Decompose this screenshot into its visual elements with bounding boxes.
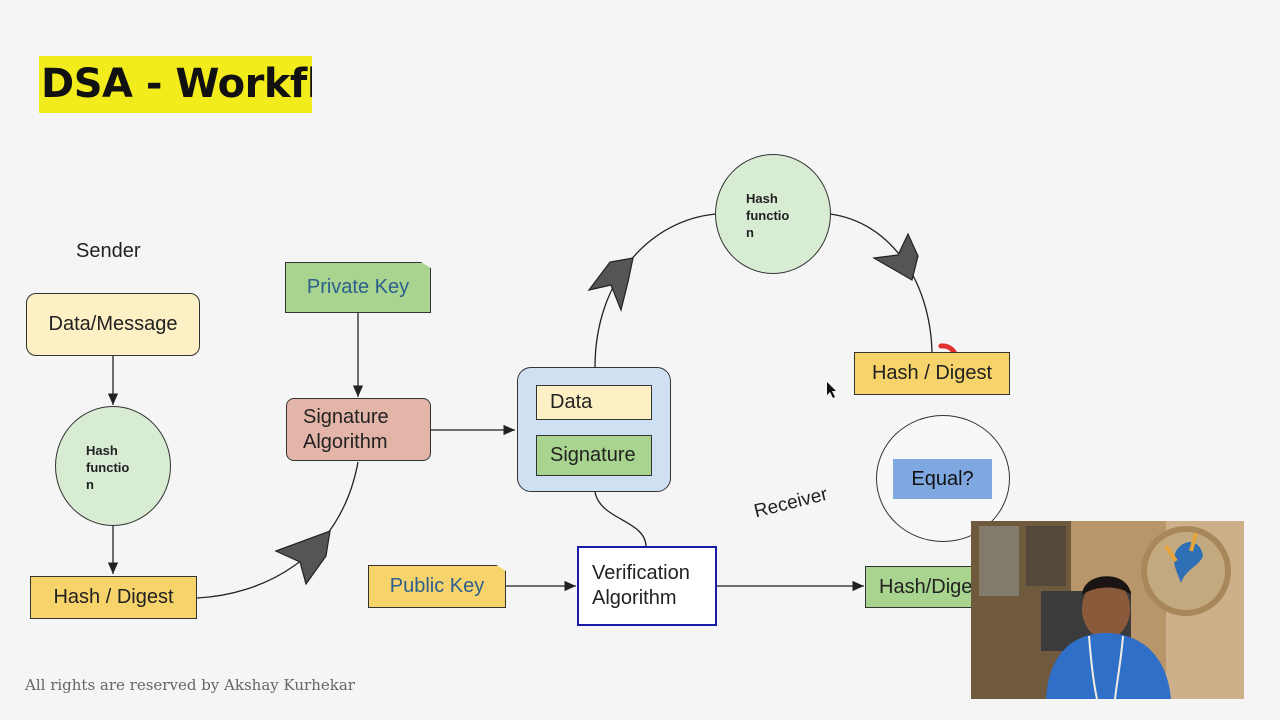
equal-box: Equal? [893,459,992,499]
package-signature-box: Signature [536,435,652,476]
footer-copyright: All rights are reserved by Akshay Kurhek… [25,676,355,694]
slide-title: DSA - Workflow [39,56,312,113]
sender-hash-digest-box: Hash / Digest [30,576,197,619]
presenter-video-image [971,521,1244,699]
receiver-hash-digest-box: Hash / Digest [854,352,1010,395]
big-arrow-digest-to-signature [274,530,331,586]
curve-package-to-verification [594,491,647,547]
curve-digest-to-signature [196,461,359,599]
receiver-hash-function-circle: Hash functio n [715,154,831,274]
big-arrow-package-to-hash [587,257,634,312]
verification-algorithm-box: Verification Algorithm [577,546,717,626]
sender-label: Sender [76,240,141,262]
webcam-overlay [971,521,1244,699]
sender-hash-function-label: Hash functio n [86,443,130,492]
public-key-box: Public Key [368,565,506,608]
cursor-icon [827,382,836,398]
signature-algorithm-box: Signature Algorithm [286,398,431,461]
private-key-box: Private Key [285,262,431,313]
receiver-hash-function-label: Hash functio n [746,191,790,240]
curve-hash-to-digest [829,213,933,353]
data-message-box: Data/Message [26,293,200,356]
big-arrow-hash-to-digest [872,232,919,281]
sender-hash-function-circle: Hash functio n [55,406,171,526]
receiver-hash-digest-partial-box: Hash/Dige [865,566,985,608]
package-data-box: Data [536,385,652,420]
